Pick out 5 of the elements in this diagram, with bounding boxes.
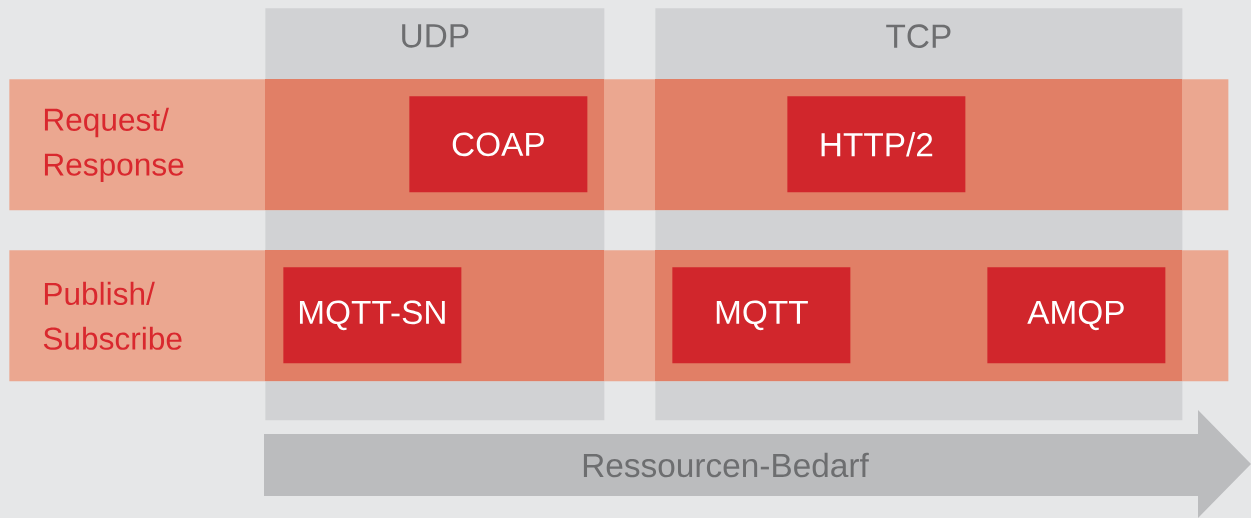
protocol-box: COAP: [409, 96, 588, 193]
protocol-box: MQTT: [672, 267, 851, 364]
protocol-box: MQTT-SN: [283, 267, 462, 364]
protocol-box: AMQP: [987, 267, 1166, 364]
protocol-box: HTTP/2: [787, 96, 966, 193]
